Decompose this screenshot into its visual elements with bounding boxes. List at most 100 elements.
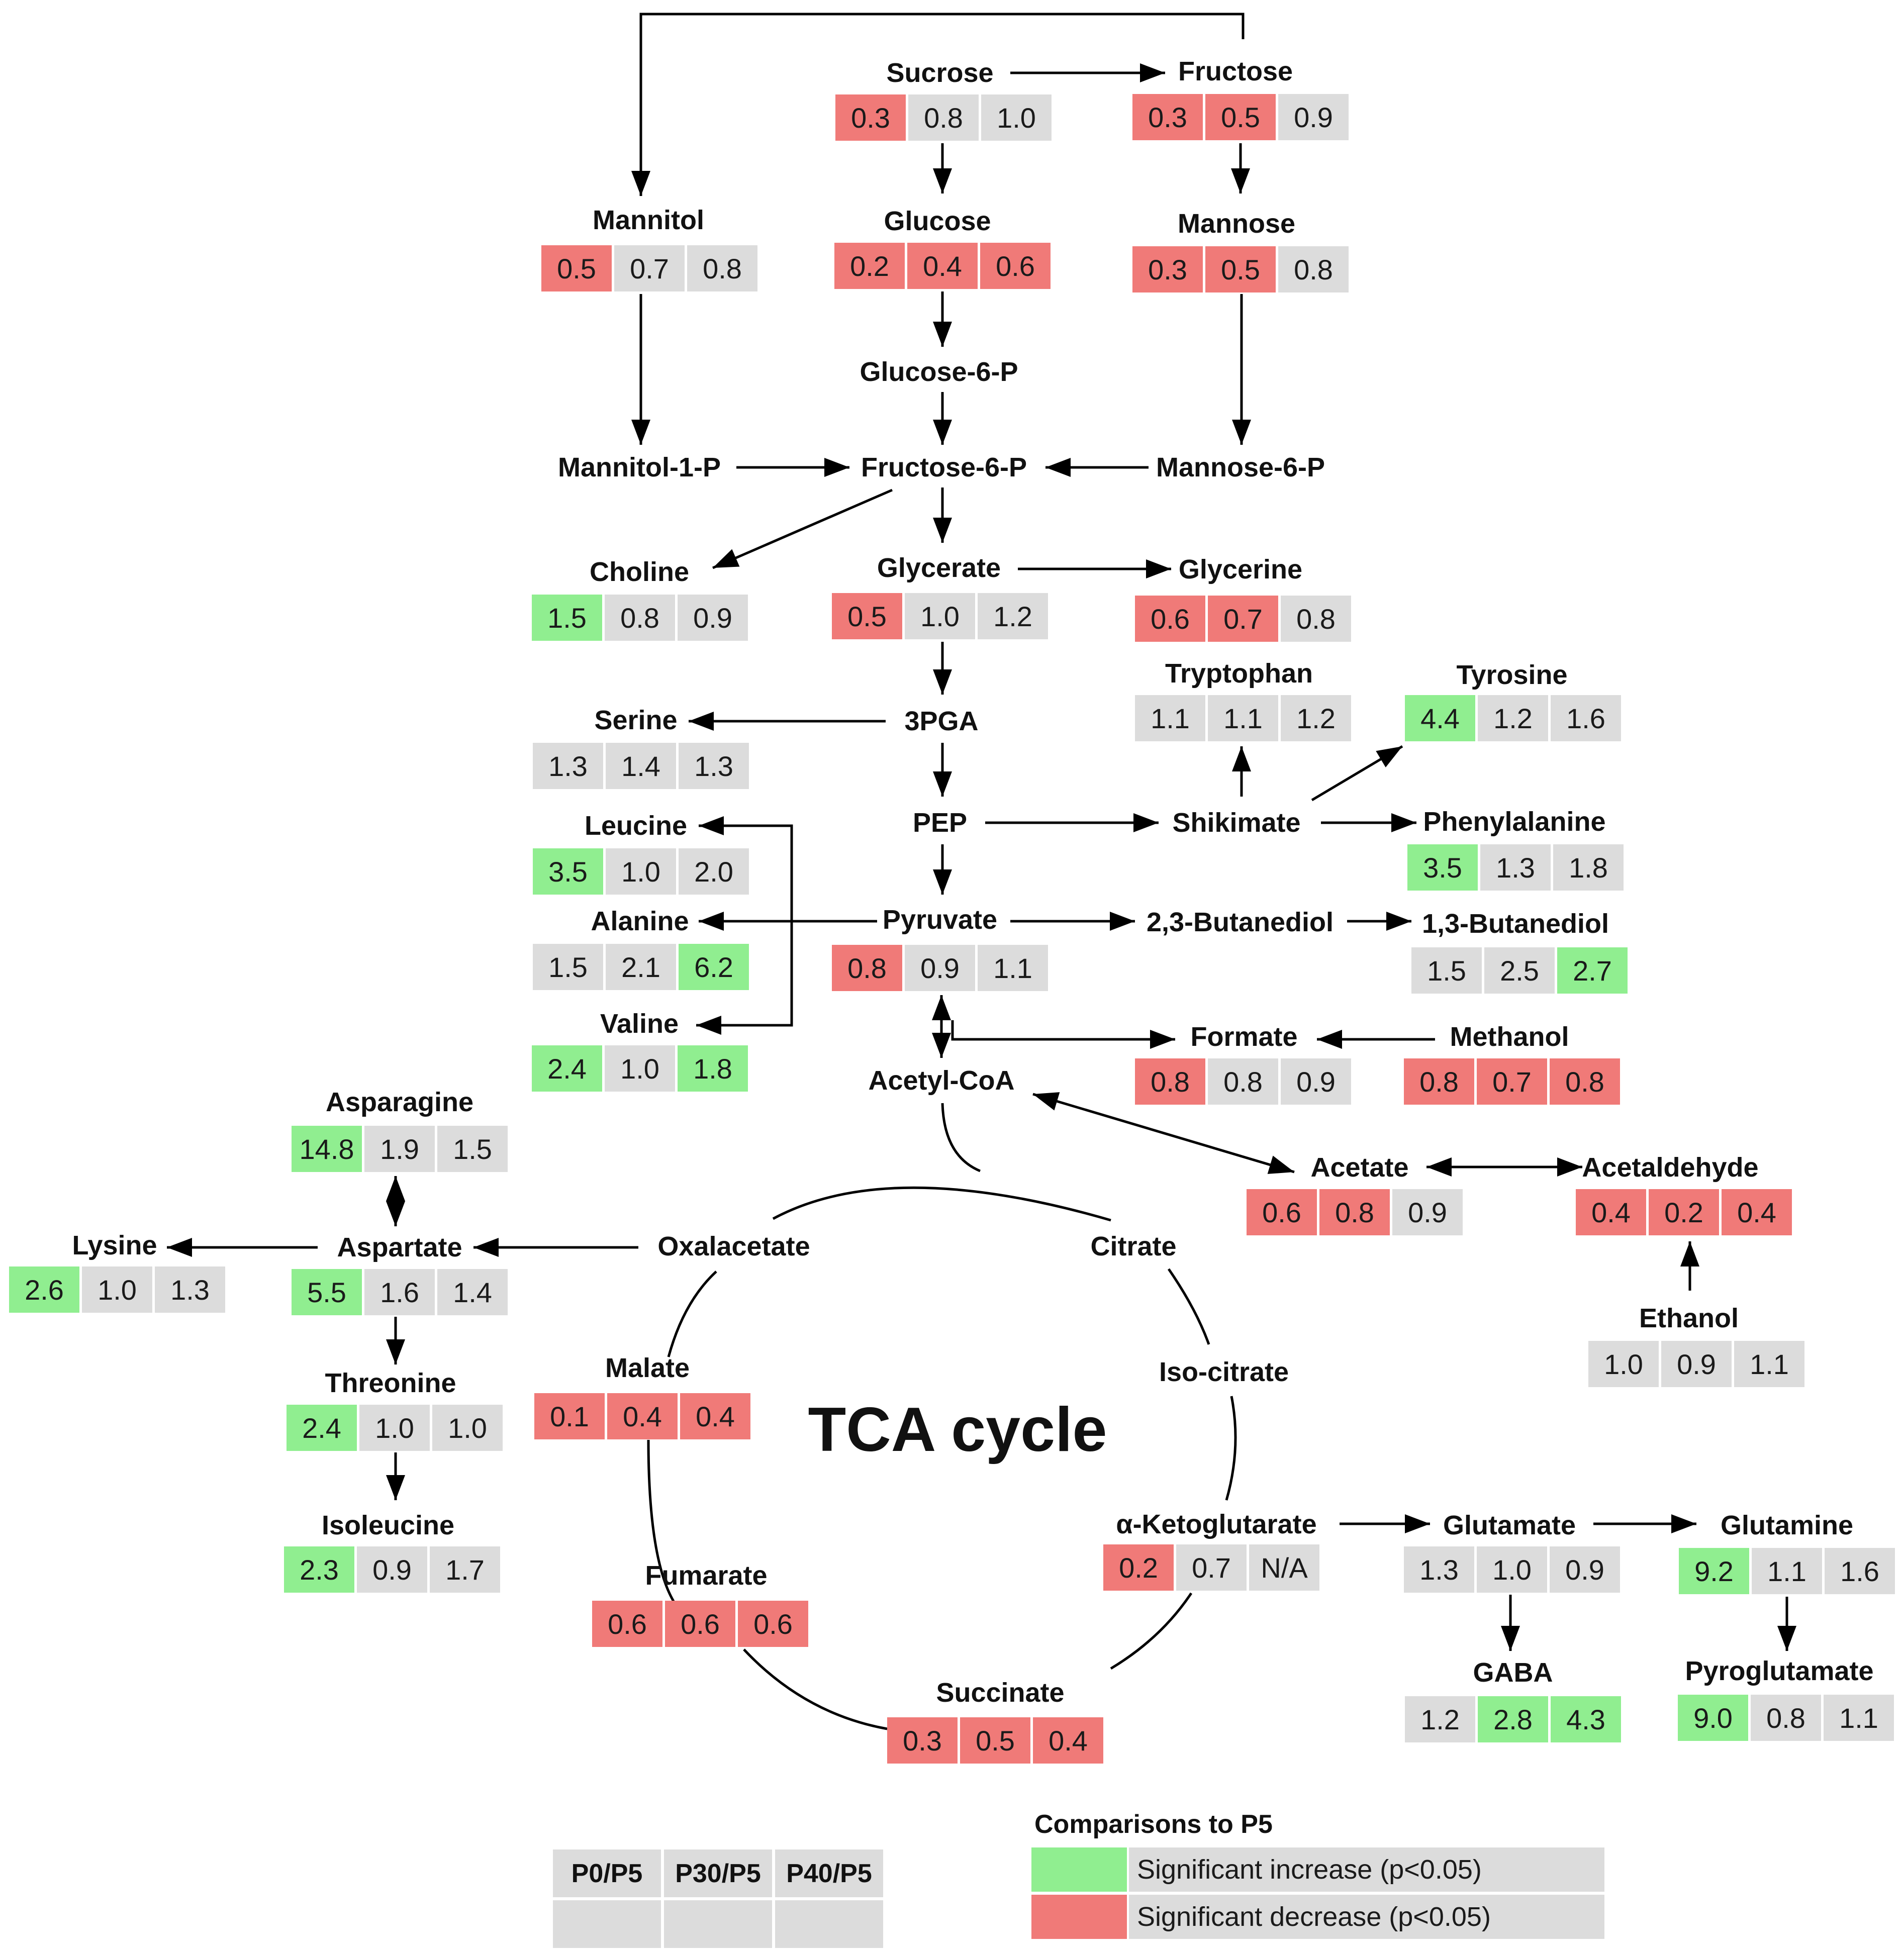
label-pyroglutamate: Pyroglutamate xyxy=(1685,1656,1874,1686)
value-cell: 1.0 xyxy=(981,94,1052,141)
arrow-glycerate-3pga-head xyxy=(933,669,952,695)
value-cell: 0.8 xyxy=(1281,596,1351,642)
value-cell: 0.6 xyxy=(1135,596,1205,642)
value-cell: 1.5 xyxy=(437,1126,508,1172)
label-sucrose: Sucrose xyxy=(886,58,994,88)
value-cell: 1.0 xyxy=(606,848,676,895)
label-mannose-6-p: Mannose-6-P xyxy=(1156,452,1325,482)
arrow-asparagine-aspartate-tail-head xyxy=(386,1176,405,1201)
arrow-acetate-acetaldehyde-tail-head xyxy=(1426,1157,1452,1177)
header-p0-p5: P0/P5 xyxy=(553,1849,661,1897)
value-cell: 1.1 xyxy=(978,945,1048,991)
label-fructose-6-p: Fructose-6-P xyxy=(861,452,1027,482)
label-acetate: Acetate xyxy=(1310,1152,1409,1183)
value-cell: 9.0 xyxy=(1678,1695,1748,1741)
value-cell: 2.4 xyxy=(532,1045,602,1092)
legend-increase: Significant increase (p<0.05) xyxy=(1031,1847,1604,1892)
arrow-pyruvate-23butanediol-head xyxy=(1110,912,1135,931)
legend-increase-label: Significant increase (p<0.05) xyxy=(1129,1847,1604,1892)
label-shikimate: Shikimate xyxy=(1172,808,1301,838)
value-cell: 1.5 xyxy=(1411,947,1482,994)
arrow-threonine-isoleucine-head xyxy=(386,1475,405,1500)
value-cell: 0.7 xyxy=(1477,1058,1547,1105)
arc-succinate-fumarate xyxy=(743,1648,888,1730)
value-cell: 9.2 xyxy=(1679,1548,1749,1594)
arrow-3pga-serine-head xyxy=(689,712,714,731)
arrow-fructose6p-choline xyxy=(712,489,893,569)
value-cell: 0.9 xyxy=(357,1546,427,1593)
value-cell: 1.0 xyxy=(1588,1341,1659,1387)
value-cell: 1.1 xyxy=(1752,1548,1822,1594)
value-cell: 0.8 xyxy=(832,945,902,991)
value-cell: 0.9 xyxy=(1281,1058,1351,1105)
arrow-acetylcoa-acetate-head xyxy=(1267,1155,1294,1174)
arrow-pyruvate-acetylcoa-tail-head xyxy=(932,995,951,1020)
label-ethanol: Ethanol xyxy=(1639,1303,1739,1333)
label-tyrosine: Tyrosine xyxy=(1456,660,1568,690)
label-pep: PEP xyxy=(912,808,968,838)
legend-title: Comparisons to P5 xyxy=(1034,1810,1273,1839)
value-cell: 0.2 xyxy=(834,243,905,289)
value-cell: 1.3 xyxy=(1404,1546,1474,1593)
value-cell: 0.4 xyxy=(1722,1189,1792,1235)
label-oxalacetate: Oxalacetate xyxy=(657,1231,810,1261)
value-cell: 1.0 xyxy=(359,1405,430,1451)
value-cell: 0.7 xyxy=(614,245,685,291)
arrow-akg-glutamate-head xyxy=(1405,1514,1430,1533)
arrow-fructose-mannitol xyxy=(639,13,1245,196)
label-glycerine: Glycerine xyxy=(1178,554,1303,584)
arrow-asparagine-aspartate-head xyxy=(386,1201,405,1226)
value-cell: 1.0 xyxy=(605,1045,675,1092)
label-serine: Serine xyxy=(594,705,678,735)
value-cell: 1.0 xyxy=(1477,1546,1547,1593)
value-cell: 2.7 xyxy=(1557,947,1628,994)
arrow-fructose6p-glycerate-head xyxy=(933,518,952,543)
value-cell: 4.3 xyxy=(1551,1696,1621,1742)
value-cell: 0.8 xyxy=(687,245,757,291)
arc-isocitrate-akg xyxy=(1225,1396,1237,1501)
value-cell: 1.0 xyxy=(82,1266,152,1313)
arrow-shikimate-tyrosine-head xyxy=(1376,746,1402,767)
label-mannose: Mannose xyxy=(1177,209,1296,239)
value-cell: 2.3 xyxy=(284,1546,354,1593)
value-cell: 1.5 xyxy=(533,944,603,990)
value-cell: 1.6 xyxy=(1551,695,1621,741)
label-aspartate: Aspartate xyxy=(337,1232,462,1262)
value-cell: 0.9 xyxy=(1661,1341,1732,1387)
arc-akg-succinate xyxy=(1110,1592,1193,1670)
value-cell: 1.1 xyxy=(1824,1695,1894,1741)
label-glutamate: Glutamate xyxy=(1443,1510,1576,1540)
value-cell: 0.6 xyxy=(592,1601,662,1647)
value-cell: 0.9 xyxy=(905,945,975,991)
header-blank-cell xyxy=(664,1900,772,1948)
value-cell: 0.6 xyxy=(738,1601,808,1647)
label-glutamine: Glutamine xyxy=(1720,1510,1854,1540)
value-cell: 1.4 xyxy=(437,1269,508,1315)
value-cell: 0.4 xyxy=(1576,1189,1646,1235)
value-cell: 3.5 xyxy=(533,848,603,895)
header-p30-p5: P30/P5 xyxy=(664,1849,772,1897)
label-leucine: Leucine xyxy=(584,811,688,841)
arrow-aspartate-threonine-head xyxy=(386,1339,405,1364)
arrow-sucrose-fructose-head xyxy=(1140,63,1165,82)
label-glucose: Glucose xyxy=(884,206,991,236)
label-valine: Valine xyxy=(600,1009,679,1039)
value-cell: 1.0 xyxy=(432,1405,503,1451)
value-cell: 0.6 xyxy=(1247,1189,1317,1235)
arrow-shikimate-tryptophan-head xyxy=(1232,746,1251,771)
